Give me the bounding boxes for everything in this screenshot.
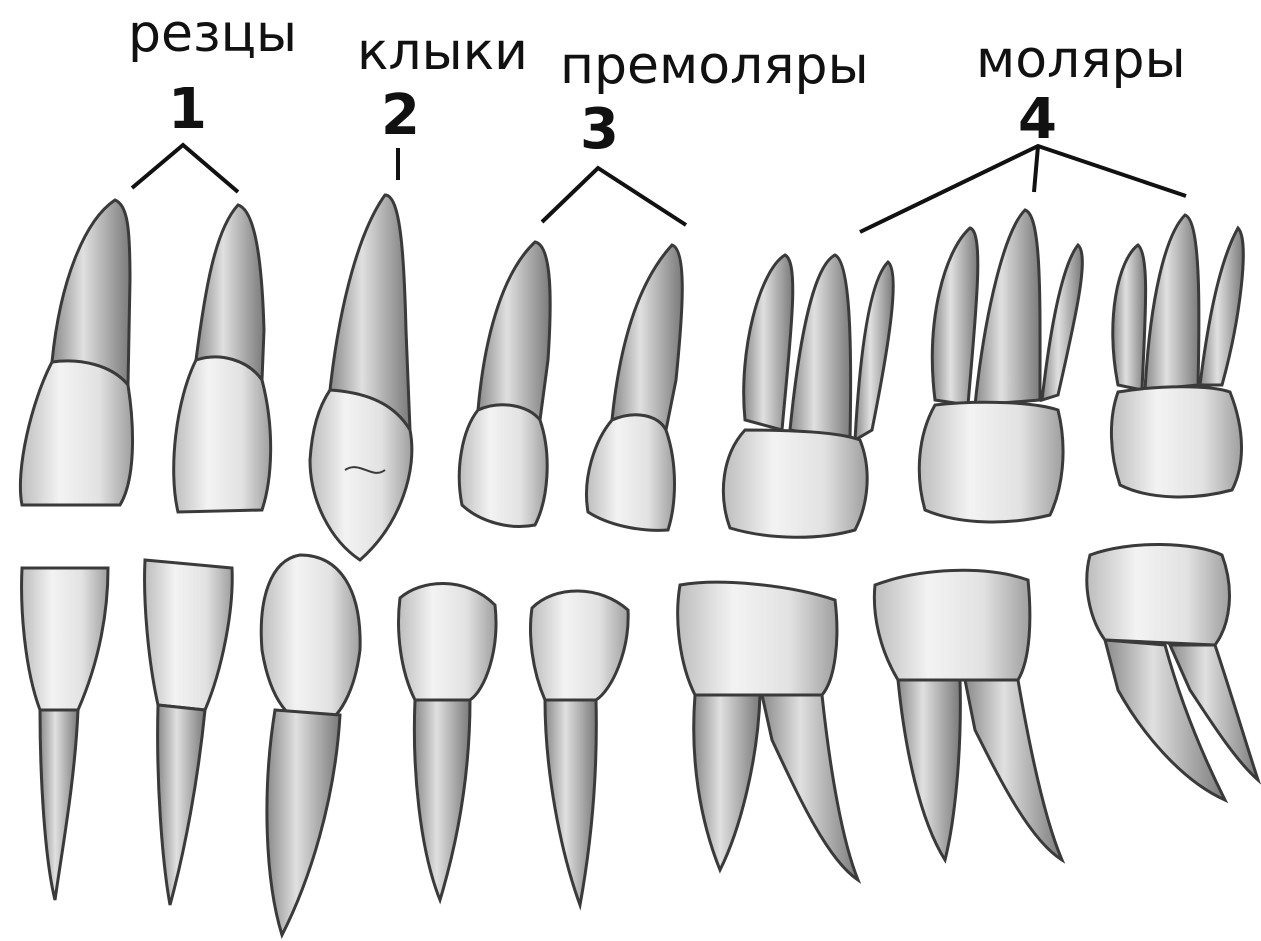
lower-second-premolar (531, 591, 629, 905)
upper-teeth (20, 195, 1243, 560)
upper-second-premolar (587, 245, 683, 530)
lower-second-molar (874, 570, 1062, 860)
upper-lateral-incisor (174, 205, 271, 512)
lower-central-incisor (22, 568, 108, 900)
upper-canine (310, 195, 412, 560)
lower-teeth (22, 544, 1258, 935)
premolars-connector (542, 168, 686, 225)
upper-first-molar (723, 255, 893, 537)
lower-third-molar (1087, 544, 1258, 800)
upper-central-incisor (20, 200, 132, 505)
lower-canine (261, 555, 360, 935)
lower-first-molar (678, 582, 858, 880)
upper-second-molar (919, 210, 1082, 522)
lower-first-premolar (399, 583, 496, 900)
lower-lateral-incisor (145, 560, 233, 905)
upper-first-premolar (459, 242, 550, 526)
upper-third-molar (1111, 215, 1243, 497)
incisors-connector (132, 145, 238, 192)
